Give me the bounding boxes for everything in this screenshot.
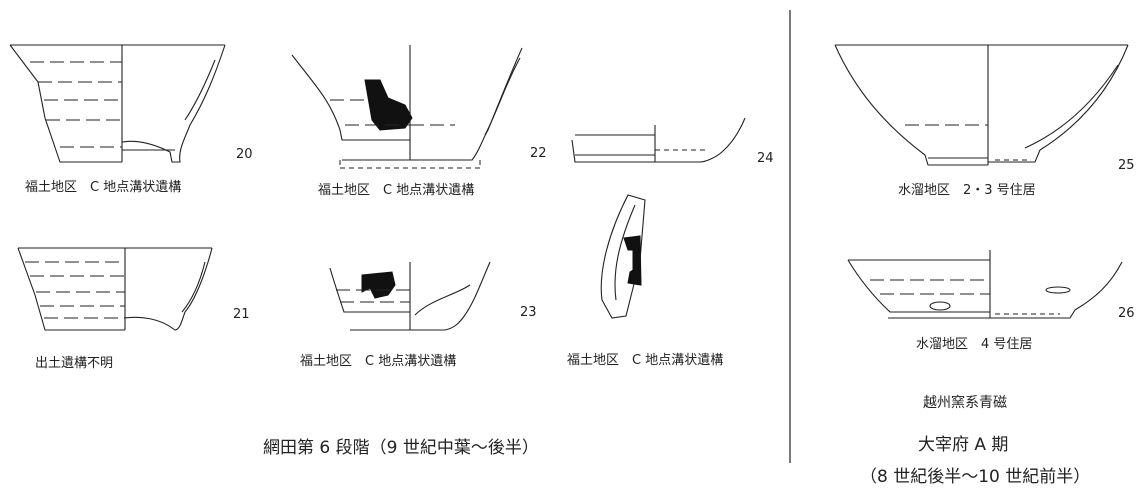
item-number: 22 <box>530 146 547 161</box>
site-label: 水溜地区 2・3 号住居 <box>898 183 1036 198</box>
item-number: 25 <box>1118 158 1135 173</box>
item-number: 23 <box>520 305 537 320</box>
vessel-25-drawing <box>834 44 1129 166</box>
vessel-22-drawing <box>291 45 523 169</box>
period-label: 大宰府 A 期 <box>918 435 1009 455</box>
period-range-label: （8 世紀後半〜10 世紀前半） <box>860 467 1091 487</box>
vessel-23-drawing <box>329 261 491 331</box>
site-label: 福土地区 C 地点溝状遺構 <box>300 354 457 369</box>
site-label: 福土地区 C 地点溝状遺構 <box>318 183 475 198</box>
item-number: 21 <box>233 307 250 322</box>
vessel-21-drawing <box>17 247 213 331</box>
sherd-drawing <box>600 194 646 319</box>
item-number: 26 <box>1118 306 1135 321</box>
ware-label: 越州窯系青磁 <box>923 395 1007 411</box>
vessel-20-drawing <box>9 44 226 163</box>
site-label: 福土地区 C 地点溝状遺構 <box>567 353 724 368</box>
vessel-24-drawing <box>571 117 746 163</box>
site-label: 水溜地区 4 号住居 <box>916 337 1033 352</box>
item-number: 20 <box>236 147 253 162</box>
site-label: 出土遺構不明 <box>35 356 114 371</box>
site-label: 福土地区 C 地点溝状遺構 <box>25 180 182 195</box>
item-number: 24 <box>757 151 774 166</box>
left-group-caption: 網田第 6 段階（9 世紀中葉〜後半） <box>263 438 539 458</box>
vessel-26-drawing <box>847 250 1123 319</box>
